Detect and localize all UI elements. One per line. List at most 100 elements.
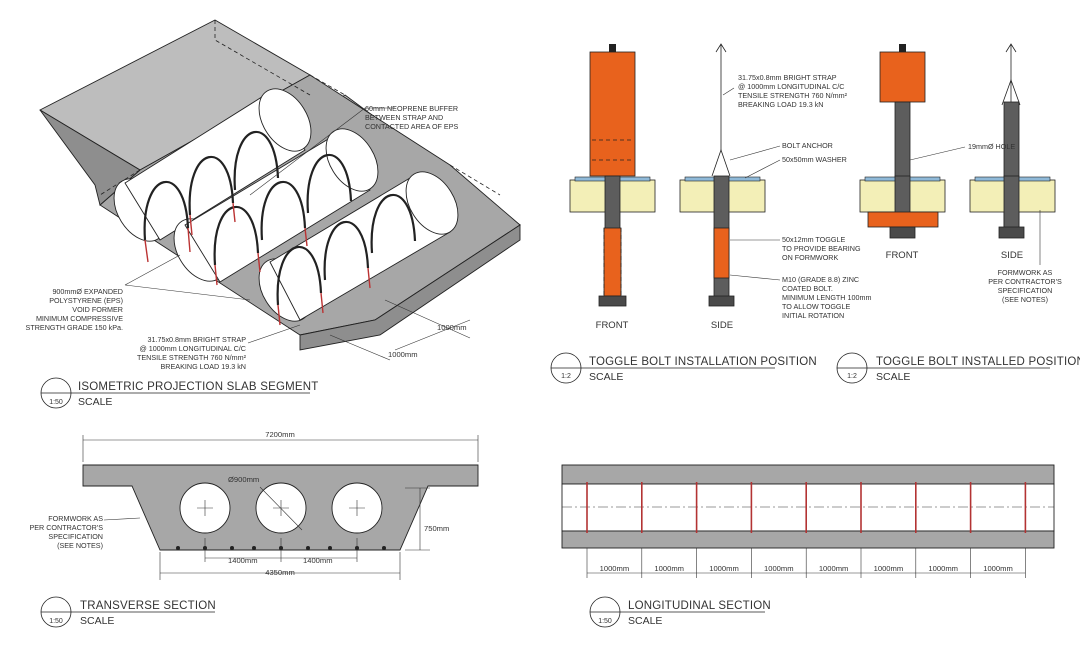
toggle-pos-toggle-3: ON FORMWORK (782, 253, 839, 262)
installed-front-toggle (867, 211, 939, 228)
long-dim-spacing: 1000mm (819, 564, 849, 573)
toggle-pos-strap-1: 31.75x0.8mm BRIGHT STRAP (738, 73, 837, 82)
toggle-inst-scale-value: 1:2 (847, 373, 857, 380)
trans-dim-void: Ø900mm (228, 475, 259, 484)
toggle-pos-bolt-5: INITIAL ROTATION (782, 311, 844, 320)
longitudinal-section: 1000mm 1000mm 1000mm 1000mm 1000mm 1000mm 1000… (561, 464, 1055, 578)
toggle-inst-side-label: SIDE (1001, 250, 1023, 261)
trans-dim-spacing-1: 1400mm (228, 556, 258, 565)
toggle-pos-side-label: SIDE (711, 320, 733, 331)
long-dim-spacing: 1000mm (654, 564, 684, 573)
toggle-installed-position: FRONT SIDE 19mmØ HOLE FORMWORK AS PER CO… (859, 43, 1062, 304)
iso-note-eps-2: POLYSTYRENE (EPS) (49, 296, 123, 305)
toggle-inst-formwork-4: (SEE NOTES) (1002, 295, 1048, 304)
trans-formwork-4: (SEE NOTES) (57, 541, 103, 550)
toggle-pos-scale-label: SCALE (589, 371, 623, 383)
long-title: LONGITUDINAL SECTION (628, 600, 771, 612)
long-straps (586, 482, 1027, 533)
trans-dim-depth: 750mm (424, 524, 449, 533)
toggle-inst-hole: 19mmØ HOLE (968, 142, 1015, 151)
toggle-pos-title: TOGGLE BOLT INSTALLATION POSITION (589, 356, 817, 368)
trans-title-block: 1:50 TRANSVERSE SECTION SCALE (40, 596, 216, 628)
iso-note-buffer-1: 60mm NEOPRENE BUFFER (365, 104, 458, 113)
iso-dim-b: 1000mm (388, 350, 418, 359)
toggle-pos-strap-2: @ 1000mm LONGITUDINAL C/C (738, 82, 844, 91)
iso-note-eps-1: 900mmØ EXPANDED (52, 287, 123, 296)
iso-buffer-leader (249, 107, 395, 196)
isometric-slab-segment: 1000mm 1000mm 60mm NEOPRENE BUFFER BETWE… (26, 19, 521, 371)
toggle-inst-front-label: FRONT (886, 250, 919, 261)
trans-dim-spacing-2: 1400mm (303, 556, 333, 565)
toggle-inst-formwork-3: SPECIFICATION (998, 286, 1053, 295)
toggle-pos-bolt-1: M10 (GRADE 8.8) ZINC (782, 275, 859, 284)
toggle-front-toggle (603, 227, 622, 297)
trans-formwork-3: SPECIFICATION (48, 532, 103, 541)
iso-note-eps-3: VOID FORMER (72, 305, 123, 314)
toggle-installation-position: FRONT SIDE 31.75x0.8mm BRIGHT STRAP @ 10… (569, 43, 871, 331)
long-title-block: 1:50 LONGITUDINAL SECTION SCALE (589, 596, 771, 628)
toggle-pos-strap-4: BREAKING LOAD 19.3 kN (738, 100, 823, 109)
iso-note-strap-4: BREAKING LOAD 19.3 kN (161, 362, 246, 371)
installed-front-orange (879, 51, 926, 103)
iso-scale-label: SCALE (78, 396, 112, 408)
long-dim-spacing: 1000mm (600, 564, 630, 573)
iso-note-buffer-2: BETWEEN STRAP AND (365, 113, 443, 122)
toggle-pos-washer: 50x50mm WASHER (782, 155, 847, 164)
long-dim-spacing: 1000mm (983, 564, 1013, 573)
long-dimensions: 1000mm 1000mm 1000mm 1000mm 1000mm 1000mm 1000… (586, 548, 1026, 578)
iso-eps-leader (124, 254, 251, 301)
trans-scale-value: 1:50 (49, 618, 63, 625)
long-dim-spacing: 1000mm (764, 564, 794, 573)
toggle-pos-strap-3: TENSILE STRENGTH 760 N/mm² (738, 91, 848, 100)
long-dim-spacing: 1000mm (928, 564, 958, 573)
iso-note-strap-2: @ 1000mm LONGITUDINAL C/C (140, 344, 246, 353)
iso-side-face-left (39, 109, 141, 206)
toggle-inst-title: TOGGLE BOLT INSTALLED POSITION (876, 356, 1080, 368)
toggle-pos-scale-value: 1:2 (561, 373, 571, 380)
iso-title-block: 1:50 ISOMETRIC PROJECTION SLAB SEGMENT S… (40, 377, 318, 409)
toggle-pos-bolt-4: TO ALLOW TOGGLE (782, 302, 851, 311)
iso-strap-leader (247, 324, 301, 344)
long-dim-spacing: 1000mm (874, 564, 904, 573)
iso-title: ISOMETRIC PROJECTION SLAB SEGMENT (78, 381, 318, 393)
toggle-inst-scale-label: SCALE (876, 371, 910, 383)
toggle-inst-formwork-2: PER CONTRACTOR'S (988, 277, 1062, 286)
long-dim-spacing: 1000mm (709, 564, 739, 573)
toggle-pos-title-block: 1:2 TOGGLE BOLT INSTALLATION POSITION SC… (550, 352, 817, 384)
iso-bright-straps (143, 131, 417, 326)
toggle-pos-front-label: FRONT (596, 320, 629, 331)
toggle-inst-formwork-1: FORMWORK AS (998, 268, 1053, 277)
trans-formwork-1: FORMWORK AS (48, 514, 103, 523)
iso-note-strap-3: TENSILE STRENGTH 760 N/mm² (137, 353, 247, 362)
iso-note-strap-1: 31.75x0.8mm BRIGHT STRAP (147, 335, 246, 344)
toggle-front-orange-body (589, 51, 636, 177)
trans-scale-label: SCALE (80, 615, 114, 627)
long-top-slab (561, 464, 1055, 485)
trans-dim-width: 7200mm (265, 430, 295, 439)
toggle-side-toggle (713, 227, 730, 279)
iso-scale-value: 1:50 (49, 399, 63, 406)
trans-voids (179, 482, 383, 534)
trans-dim-bottom: 4350mm (265, 568, 295, 577)
iso-front-face (299, 224, 521, 351)
long-void-zone (561, 483, 1055, 532)
iso-dimension-lines (329, 299, 471, 361)
toggle-pos-toggle-1: 50x12mm TOGGLE (782, 235, 845, 244)
toggle-pos-anchor: BOLT ANCHOR (782, 141, 833, 150)
long-bottom-slab (561, 530, 1055, 549)
long-scale-label: SCALE (628, 615, 662, 627)
toggle-pos-toggle-2: TO PROVIDE BEARING (782, 244, 861, 253)
trans-formwork-2: PER CONTRACTOR'S (29, 523, 103, 532)
iso-dim-a: 1000mm (437, 323, 467, 332)
iso-void-formers (113, 88, 459, 322)
toggle-inst-title-block: 1:2 TOGGLE BOLT INSTALLED POSITION SCALE (836, 352, 1080, 384)
transverse-section: 7200mm Ø900mm 750mm 1400mm 1400mm 4350mm (29, 430, 479, 580)
iso-note-eps-4: MINIMUM COMPRESSIVE (36, 314, 123, 323)
toggle-pos-bolt-3: MINIMUM LENGTH 100mm (782, 293, 871, 302)
long-scale-value: 1:50 (598, 618, 612, 625)
trans-title: TRANSVERSE SECTION (80, 600, 216, 612)
iso-note-buffer-3: CONTACTED AREA OF EPS (365, 122, 459, 131)
iso-note-eps-5: STRENGTH GRADE 150 kPa. (26, 323, 123, 332)
